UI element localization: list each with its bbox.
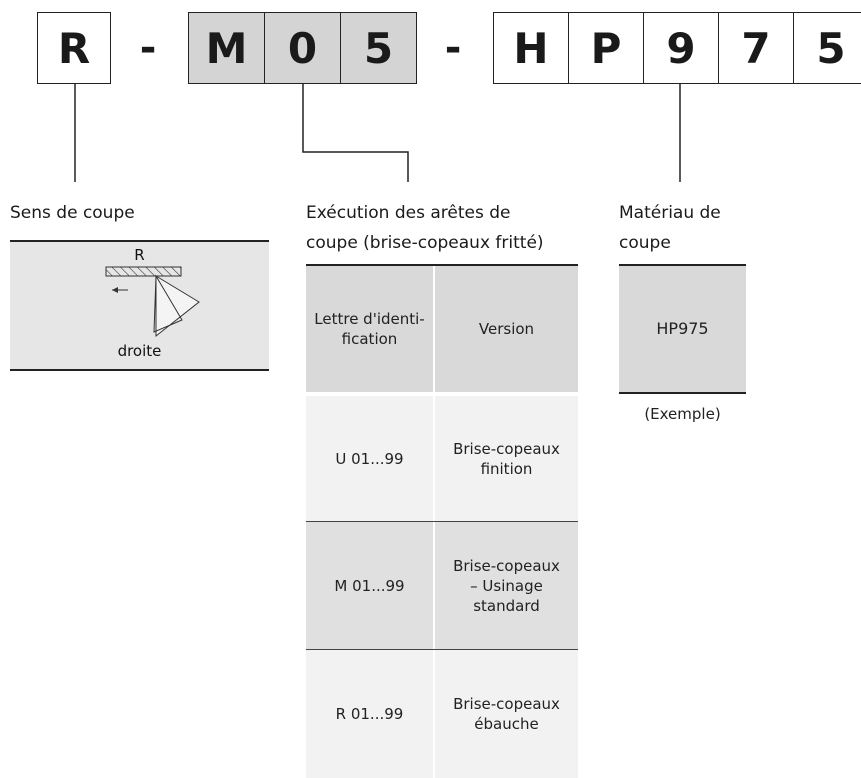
code-char-material-4: 7 [718, 12, 794, 84]
insert-right-hand-icon [105, 266, 200, 338]
cutting-direction-panel: R droite [10, 242, 269, 369]
edge-execution-heading-line1: Exécution des arêtes de [306, 203, 511, 223]
cutting-direction-caption: droite [117, 342, 162, 360]
connector-edge-execution [302, 84, 409, 182]
code-char-material-2: P [568, 12, 644, 84]
edge-execution-top-rule [306, 264, 578, 266]
material-top-rule [619, 264, 746, 266]
connector-lines [74, 84, 681, 182]
table-row-3-code: R 01...99 [306, 650, 433, 778]
table-row-divider [306, 649, 578, 650]
table-row-1-code: U 01...99 [306, 396, 433, 521]
cutting-direction-heading: Sens de coupe [10, 203, 135, 223]
table-row-2-code: M 01...99 [306, 522, 433, 649]
table-row-1-version: Brise-copeaux finition [435, 396, 578, 521]
code-char-edge-digit-1: 0 [264, 12, 341, 84]
code-char-material-3: 9 [643, 12, 719, 84]
material-bottom-rule [619, 392, 746, 394]
cutting-direction-letter: R [134, 246, 145, 264]
material-heading-line2: coupe [619, 233, 671, 253]
code-char-direction: R [37, 12, 111, 84]
table-row-divider [306, 521, 578, 522]
table-header-letter: Lettre d'identi- fication [306, 266, 433, 392]
cutting-direction-top-rule [10, 240, 269, 242]
table-row-3-version: Brise-copeaux ébauche [435, 650, 578, 778]
code-char-material-5: 5 [793, 12, 861, 84]
table-header-version: Version [435, 266, 578, 392]
code-dash-2: - [444, 25, 462, 71]
code-char-edge-digit-2: 5 [340, 12, 417, 84]
code-char-material-1: H [493, 12, 569, 84]
cutting-direction-bottom-rule [10, 369, 269, 371]
edge-execution-heading-line2: coupe (brise-copeaux fritté) [306, 233, 544, 253]
code-dash-1: - [139, 25, 157, 71]
material-heading-line1: Matériau de [619, 203, 721, 223]
material-value: HP975 [619, 266, 746, 392]
table-row-2-version: Brise-copeaux – Usinage standard [435, 522, 578, 649]
material-note: (Exemple) [644, 405, 721, 423]
